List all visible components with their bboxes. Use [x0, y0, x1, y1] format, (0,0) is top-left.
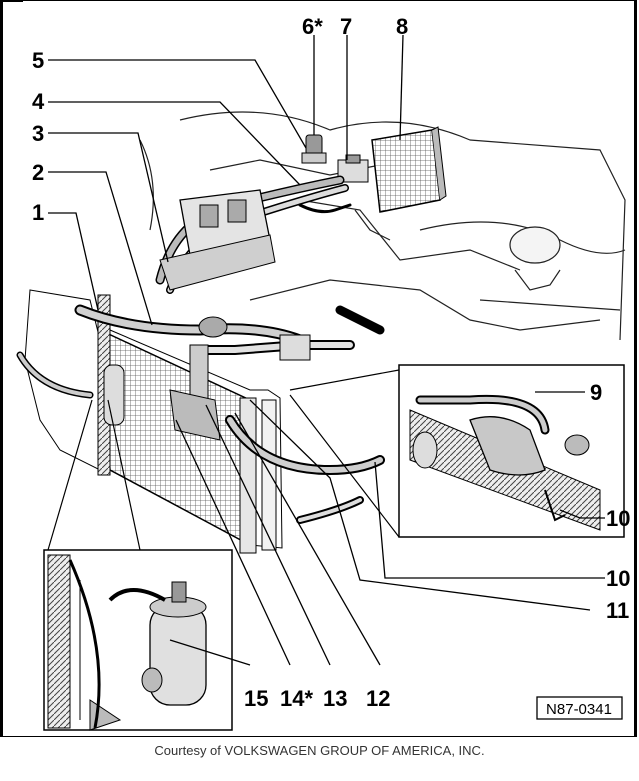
callout-10-inset: 10: [606, 506, 630, 531]
pressure-switch: [301, 134, 327, 164]
compressor-inset: [398, 364, 625, 538]
callout-5: 5: [32, 48, 44, 73]
courtesy-caption: Courtesy of VOLKSWAGEN GROUP OF AMERICA,…: [154, 743, 485, 758]
engine-bay-sketch: [139, 111, 626, 341]
callout-12: 12: [366, 686, 390, 711]
callout-14: 14*: [280, 686, 313, 711]
fuse-relay-block: [159, 189, 276, 291]
evaporator-core: [371, 126, 447, 213]
callout-2: 2: [32, 160, 44, 185]
callout-1: 1: [32, 200, 44, 225]
figure-code: N87-0341: [546, 701, 612, 718]
callout-4: 4: [32, 89, 45, 114]
callout-15: 15: [244, 686, 268, 711]
diagram-frame: [0, 0, 637, 737]
receiver-drier-inset: [43, 549, 233, 731]
callout-10: 10: [606, 566, 630, 591]
callout-7: 7: [340, 14, 352, 39]
callout-13: 13: [323, 686, 347, 711]
callout-9: 9: [590, 380, 602, 405]
callout-8: 8: [396, 14, 408, 39]
leader-lines: [48, 34, 605, 666]
callout-11: 11: [606, 598, 629, 623]
callout-6: 6*: [302, 14, 323, 39]
compressor-manifold: [169, 316, 311, 441]
expansion-valve: [337, 154, 369, 183]
receiver-drier: [103, 364, 125, 426]
callout-3: 3: [32, 121, 44, 146]
figure-code-box: [536, 696, 623, 720]
